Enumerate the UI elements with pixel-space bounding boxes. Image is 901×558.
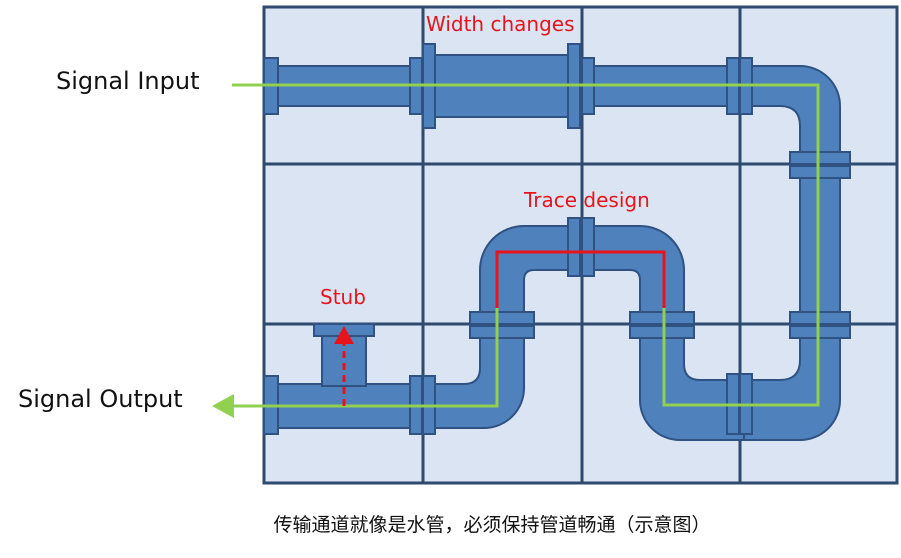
stub-arrow-icon: [334, 326, 354, 344]
signal-path: [228, 83, 820, 408]
output-arrow-icon: [212, 394, 234, 418]
flange: [629, 325, 695, 339]
stub-arrow: [334, 326, 354, 406]
flange: [629, 311, 695, 325]
trace-design-highlight: [495, 250, 666, 308]
signal-path-line: [232, 83, 820, 407]
flange: [581, 217, 595, 277]
flange: [789, 165, 851, 179]
flange: [567, 217, 581, 277]
flange: [789, 325, 851, 339]
label-width-changes: Width changes: [426, 12, 575, 36]
flange: [469, 311, 535, 325]
flange: [789, 311, 851, 325]
pipe-trace-arch: [479, 225, 685, 321]
label-signal-output: Signal Output: [18, 385, 183, 413]
label-signal-input: Signal Input: [56, 67, 200, 95]
figure-caption: 传输通道就像是水管，必须保持管道畅通（示意图）: [273, 514, 710, 536]
flange: [789, 151, 851, 165]
label-trace-design: Trace design: [523, 188, 650, 212]
signal-path-line: [228, 308, 499, 408]
label-stub: Stub: [320, 285, 366, 309]
flange: [469, 325, 535, 339]
